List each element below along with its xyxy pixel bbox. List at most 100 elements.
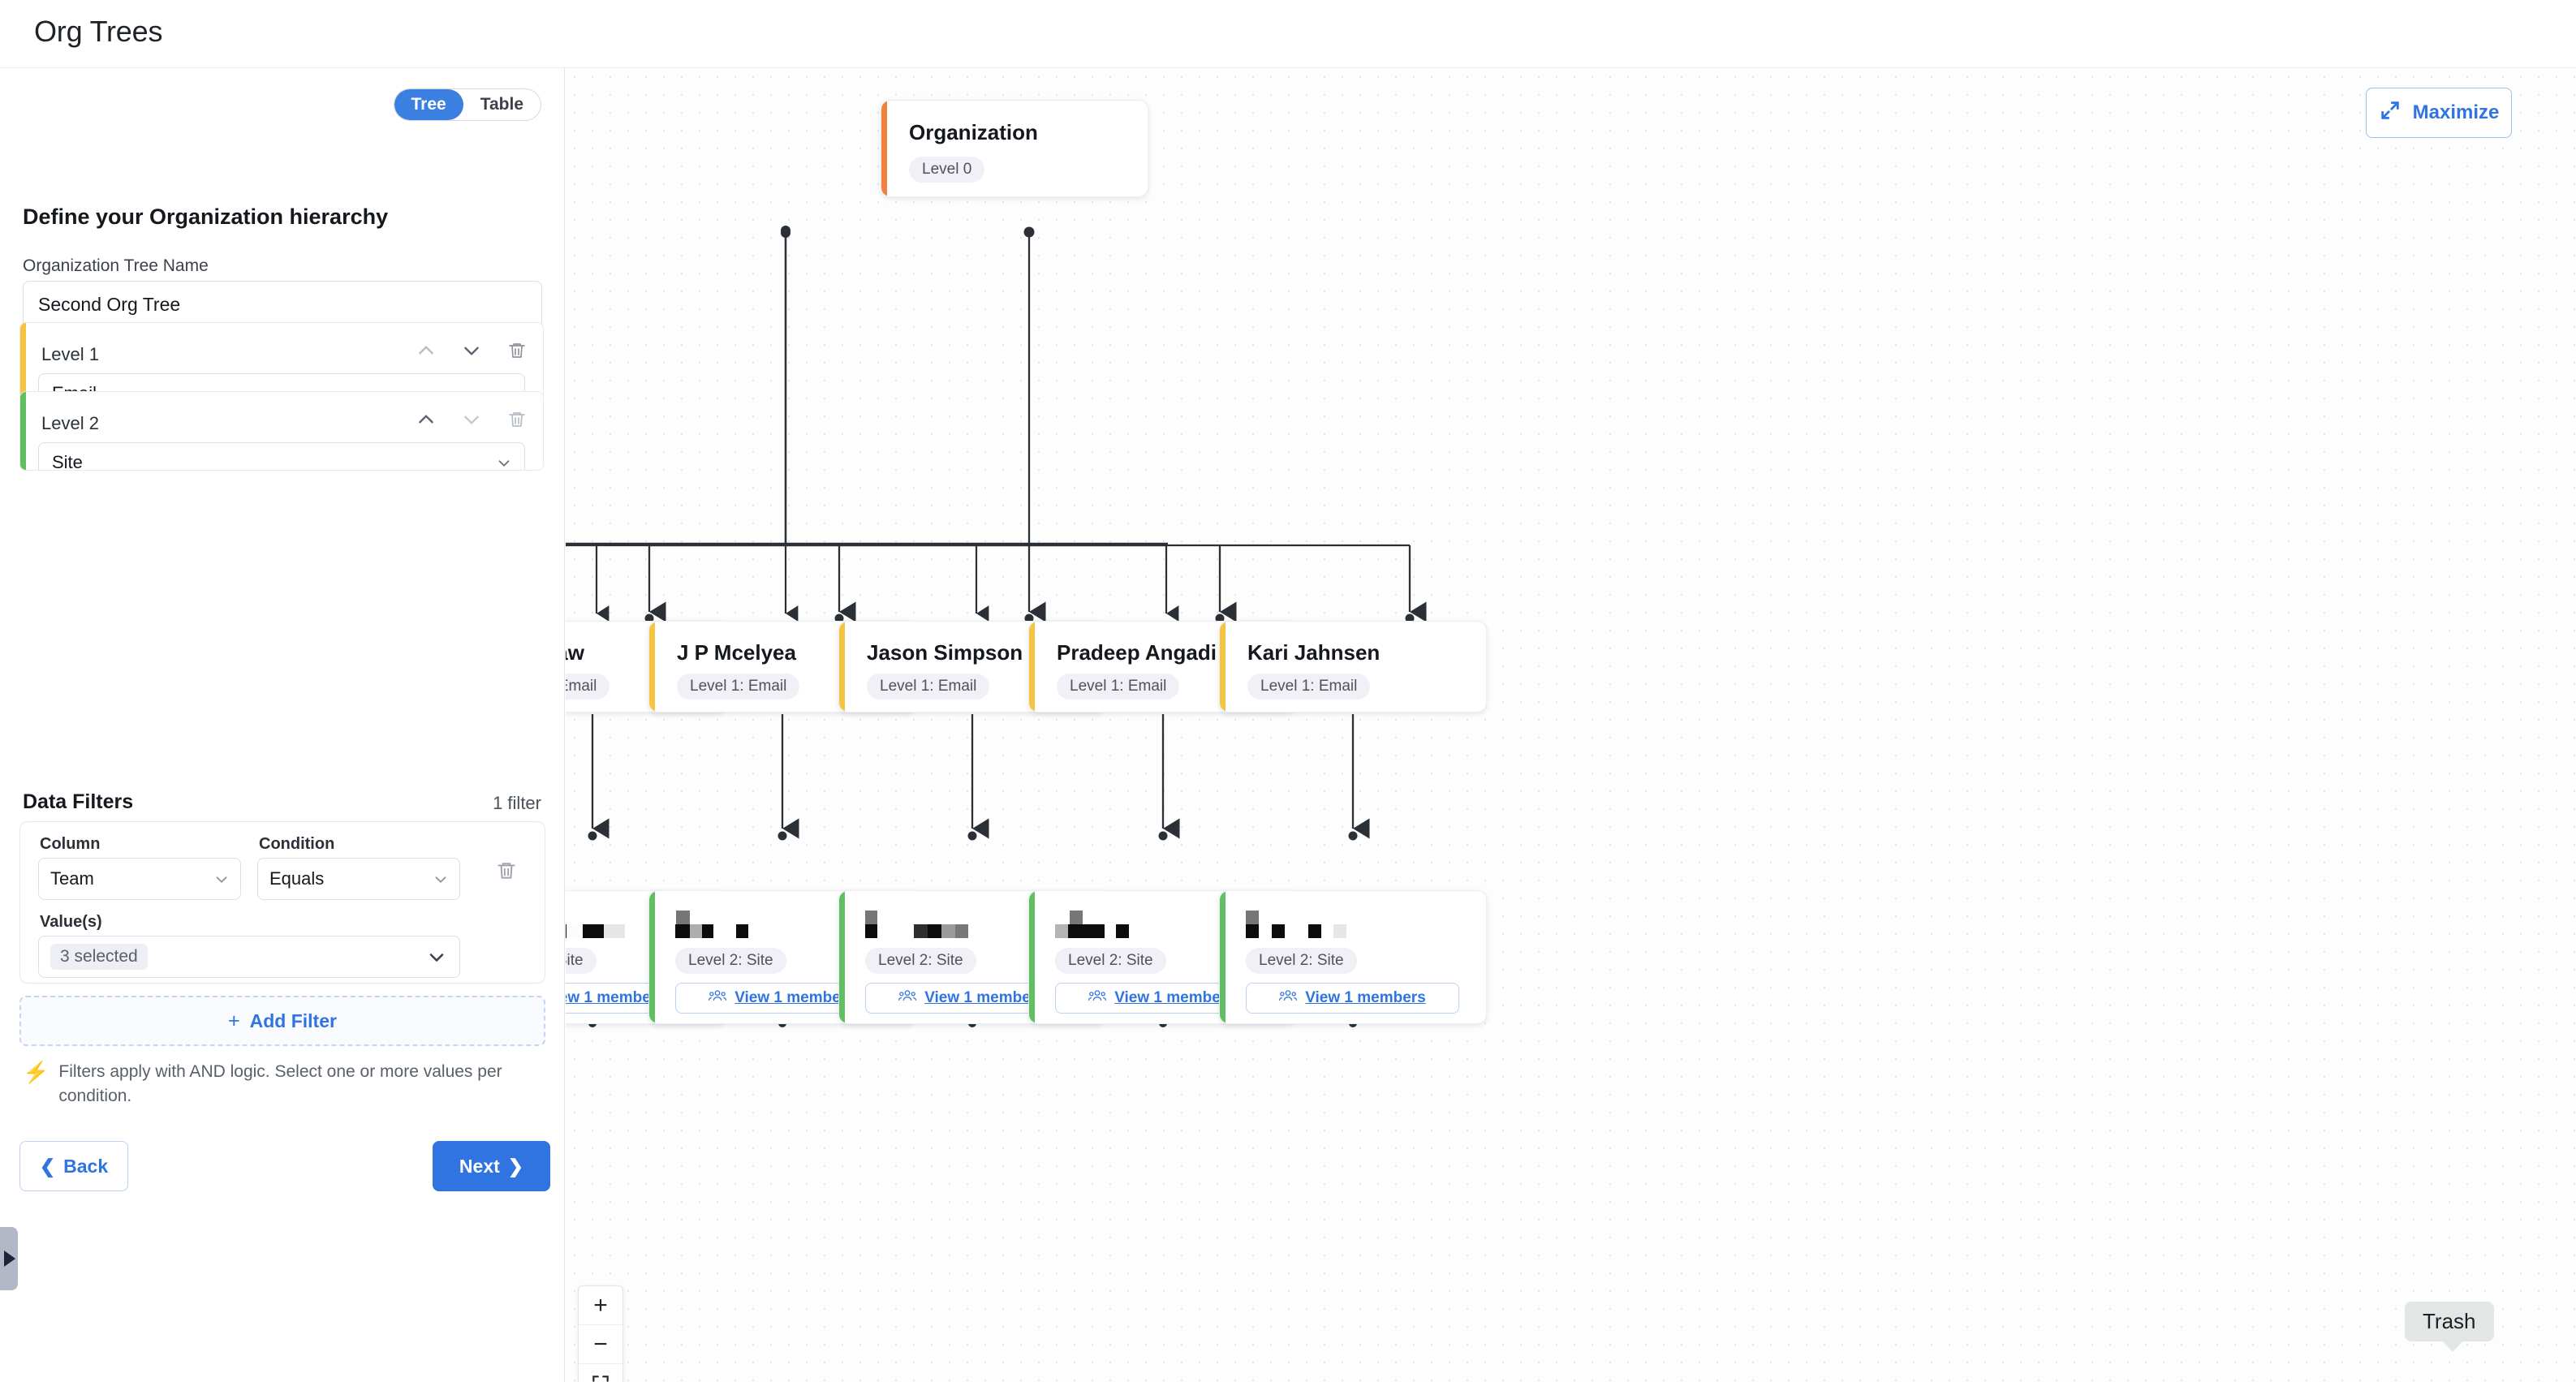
chevron-down-icon xyxy=(495,454,513,470)
trash-tooltip: Trash xyxy=(2405,1302,2494,1352)
connector-layer xyxy=(566,228,1179,622)
node-accent-bar xyxy=(1029,891,1035,1023)
column-label: Column xyxy=(40,835,101,853)
tree-edges-lower xyxy=(588,714,1370,1027)
chevron-left-icon: ❮ xyxy=(39,1155,56,1177)
connector-layer-nodes xyxy=(566,226,1168,545)
tree-name-input[interactable]: Second Org Tree xyxy=(23,281,542,328)
node-accent-bar xyxy=(881,101,887,196)
triangle-right-icon xyxy=(4,1251,15,1267)
node-level-badge: Level 2: Site xyxy=(1055,948,1166,974)
filter-hint: ⚡ Filters apply with AND logic. Select o… xyxy=(23,1060,542,1109)
level-card-1[interactable]: Level 1 Email xyxy=(19,322,544,402)
level-accent-bar xyxy=(20,392,26,470)
level-name-1: Level 1 xyxy=(41,344,99,364)
back-label: Back xyxy=(63,1155,109,1177)
level-accent-bar xyxy=(20,323,26,401)
view-members-label: View 1 members xyxy=(1114,989,1235,1006)
org-chart-canvas[interactable]: Maximize Organization Level 0 Judy Saw L… xyxy=(566,68,2576,1382)
move-down-icon[interactable] xyxy=(460,408,483,431)
view-toggle[interactable]: Tree Table xyxy=(393,88,541,121)
condition-value: Equals xyxy=(269,868,325,889)
node-level-badge: Level 2: Site xyxy=(566,948,597,974)
node-accent-bar xyxy=(649,622,655,712)
chevron-down-icon xyxy=(213,871,230,893)
node-title: Organization xyxy=(909,120,1038,144)
toggle-table[interactable]: Table xyxy=(480,95,523,114)
delete-level-icon[interactable] xyxy=(506,408,528,431)
fit-view-button[interactable] xyxy=(579,1364,622,1382)
maximize-label: Maximize xyxy=(2412,101,2500,123)
node-accent-bar xyxy=(649,891,655,1023)
next-label: Next xyxy=(459,1155,500,1177)
node-accent-bar xyxy=(1220,622,1226,712)
top-bar: Org Trees xyxy=(0,0,2576,68)
add-filter-label: Add Filter xyxy=(249,1010,337,1031)
node-organization[interactable]: Organization Level 0 xyxy=(881,100,1148,197)
view-members-label: View 1 members xyxy=(566,989,666,1006)
view-members-button[interactable]: View 1 members xyxy=(1246,983,1459,1014)
tree-name-label: Organization Tree Name xyxy=(23,256,209,275)
filter-row: Column Team Condition Equals Value(s) 3 … xyxy=(19,821,545,984)
members-icon xyxy=(1279,988,1298,1008)
node-level-badge: Level 1: Email xyxy=(566,674,610,700)
node-level2-4[interactable]: Level 2: Site View 1 members xyxy=(1219,890,1487,1024)
node-accent-bar xyxy=(1220,891,1226,1023)
node-level-badge: Level 1: Email xyxy=(677,674,800,700)
members-icon xyxy=(898,988,917,1008)
delete-level-icon[interactable] xyxy=(506,339,528,362)
config-sidebar: Tree Table Define your Organization hier… xyxy=(0,68,565,1382)
delete-filter-icon[interactable] xyxy=(495,859,518,882)
plus-icon: + xyxy=(228,1009,240,1032)
node-level-badge: Level 2: Site xyxy=(865,948,976,974)
move-down-icon[interactable] xyxy=(460,339,483,362)
back-button[interactable]: ❮ Back xyxy=(19,1141,128,1191)
node-title: Pradeep Angadi xyxy=(1057,640,1217,665)
toggle-tree[interactable]: Tree xyxy=(394,89,463,120)
expand-panel-handle[interactable] xyxy=(0,1227,18,1290)
chevron-down-icon xyxy=(425,946,448,974)
view-members-label: View 1 members xyxy=(734,989,855,1006)
members-icon xyxy=(709,988,727,1008)
zoom-in-button[interactable]: + xyxy=(579,1286,622,1325)
node-accent-bar xyxy=(1029,622,1035,712)
chevron-right-icon: ❯ xyxy=(507,1155,524,1177)
zoom-controls[interactable]: + − xyxy=(578,1285,623,1382)
node-level-badge: Level 1: Email xyxy=(1057,674,1180,700)
next-button[interactable]: Next ❯ xyxy=(433,1141,550,1191)
node-level-badge: Level 2: Site xyxy=(675,948,786,974)
zoom-out-button[interactable]: − xyxy=(579,1325,622,1364)
level-card-2[interactable]: Level 2 Site xyxy=(19,391,544,471)
section-title: Define your Organization hierarchy xyxy=(23,205,389,229)
node-title: J P Mcelyea xyxy=(677,640,796,665)
node-title: Jason Simpson xyxy=(867,640,1023,665)
node-level-badge: Level 1: Email xyxy=(1247,674,1371,700)
node-level1-4[interactable]: Kari Jahnsen Level 1: Email xyxy=(1219,621,1487,713)
maximize-button[interactable]: Maximize xyxy=(2366,88,2512,138)
node-level-badge: Level 0 xyxy=(909,157,985,183)
lightning-icon: ⚡ xyxy=(23,1060,50,1084)
filter-hint-text: Filters apply with AND logic. Select one… xyxy=(58,1062,502,1106)
node-title: Kari Jahnsen xyxy=(1247,640,1381,665)
column-select[interactable]: Team xyxy=(38,858,241,900)
node-accent-bar xyxy=(839,622,845,712)
chevron-down-icon xyxy=(432,871,450,893)
move-up-icon[interactable] xyxy=(415,339,437,362)
condition-select[interactable]: Equals xyxy=(257,858,460,900)
redacted-title xyxy=(566,911,631,938)
node-accent-bar xyxy=(839,891,845,1023)
column-value: Team xyxy=(50,868,94,889)
view-members-label: View 1 members xyxy=(1305,989,1426,1006)
redacted-title xyxy=(865,911,1011,938)
node-level-badge: Level 2: Site xyxy=(1246,948,1357,974)
move-up-icon[interactable] xyxy=(415,408,437,431)
values-label: Value(s) xyxy=(40,913,102,931)
members-icon xyxy=(1088,988,1107,1008)
filters-count: 1 filter xyxy=(493,793,541,813)
add-filter-button[interactable]: + Add Filter xyxy=(19,996,545,1046)
values-multiselect[interactable]: 3 selected xyxy=(38,936,460,978)
level-name-2: Level 2 xyxy=(41,413,99,433)
redacted-title xyxy=(1055,911,1201,938)
node-level2-1[interactable]: Level 2: Site View 1 members xyxy=(648,890,916,1024)
level-field-select-2[interactable]: Site xyxy=(38,442,525,470)
